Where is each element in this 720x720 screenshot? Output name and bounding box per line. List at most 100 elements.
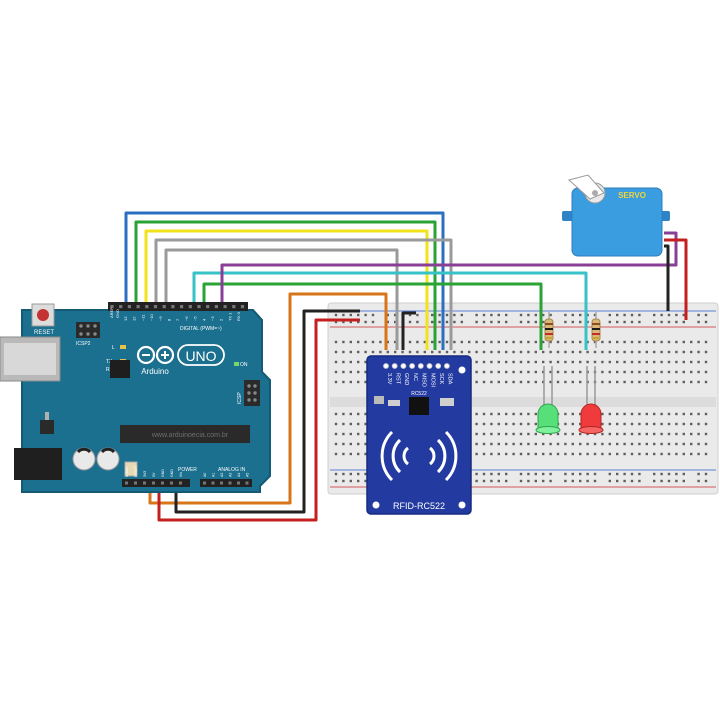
breadboard-hole [519, 452, 523, 456]
breadboard-hole [512, 350, 515, 354]
breadboard-hole [542, 370, 545, 374]
digital-pin-hole [110, 305, 114, 309]
rfid-pin-hole [426, 363, 433, 369]
arduino-pcb [21, 309, 271, 493]
rfid-pin-label: SDA [447, 373, 453, 385]
breadboard-hole [519, 313, 523, 317]
breadboard-hole [675, 360, 678, 364]
breadboard-hole [616, 412, 619, 416]
usb-chip [110, 360, 130, 378]
power-pin-hole [152, 481, 155, 485]
digital-pin-hole [153, 305, 158, 309]
power-pin-label: RESET [134, 464, 138, 477]
analog-pin-label: A1 [212, 473, 216, 477]
breadboard-hole [534, 340, 537, 344]
breadboard-hole [497, 472, 500, 476]
rfid-component-2 [388, 400, 400, 406]
breadboard-hole [542, 320, 545, 324]
website-text: www.arduinoecia.com.br [151, 432, 229, 439]
breadboard-hole [660, 422, 663, 426]
breadboard-hole [653, 412, 656, 416]
breadboard-hole [675, 479, 678, 483]
breadboard-hole [408, 340, 412, 344]
module-label: RFID-RC522 [393, 501, 445, 511]
breadboard-hole [416, 350, 419, 354]
breadboard-hole [497, 320, 500, 324]
rfid-pin-label: NC [412, 373, 418, 381]
breadboard-hole [534, 452, 537, 456]
breadboard-hole [697, 472, 700, 476]
breadboard-hole [527, 452, 530, 456]
breadboard-hole [586, 313, 589, 317]
breadboard-hole [638, 472, 641, 476]
breadboard-hole [497, 380, 500, 384]
breadboard-hole [682, 422, 685, 426]
breadboard-hole [608, 360, 611, 364]
breadboard-hole [571, 442, 574, 446]
breadboard-hole [534, 320, 537, 324]
breadboard-hole [630, 472, 634, 476]
rfid-pin-label: 3.3V [386, 373, 392, 385]
breadboard-hole [475, 320, 478, 324]
power-label: POWER [178, 467, 197, 473]
capacitor-2 [96, 447, 120, 471]
analog-header [200, 479, 252, 487]
breadboard-hole [334, 320, 338, 324]
breadboard-hole [623, 479, 626, 483]
breadboard-hole [475, 360, 478, 364]
rfid-mount-hole-left [372, 501, 380, 509]
power-pin-label: IOREF [125, 466, 129, 477]
breadboard-hole [704, 360, 708, 364]
breadboard-hole [534, 479, 537, 483]
breadboard-hole [357, 350, 360, 354]
breadboard-hole [608, 479, 611, 483]
breadboard-hole [549, 380, 552, 384]
capacitor-2-stripe [100, 447, 116, 454]
breadboard-hole [675, 412, 678, 416]
breadboard-hole [519, 479, 523, 483]
digital-pin-hole [206, 305, 210, 309]
breadboard-hole [334, 432, 338, 436]
analog-label: ANALOG IN [218, 467, 246, 473]
power-pin-label: 5V [152, 472, 156, 477]
breadboard-hole [608, 380, 611, 384]
breadboard-hole [423, 340, 426, 344]
breadboard-hole [534, 350, 537, 354]
breadboard-hole [667, 320, 671, 324]
breadboard-hole [653, 479, 656, 483]
wire-green-green-led [202, 282, 543, 350]
breadboard-hole [527, 320, 530, 324]
breadboard-hole [364, 370, 367, 374]
breadboard-hole [630, 313, 634, 317]
breadboard-hole [645, 442, 648, 446]
breadboard-hole [527, 442, 530, 446]
breadboard-hole [542, 340, 545, 344]
breadboard-hole [564, 422, 567, 426]
power-pin-hole [161, 481, 164, 485]
reset-button-cap[interactable] [37, 309, 49, 321]
breadboard-hole [638, 350, 641, 354]
breadboard-hole [379, 350, 382, 354]
breadboard-hole [704, 452, 708, 456]
breadboard-hole [519, 472, 523, 476]
breadboard-hole [497, 360, 500, 364]
analog-pin-label: A5 [246, 473, 250, 477]
breadboard-hole [638, 412, 641, 416]
breadboard-hole [460, 350, 463, 354]
breadboard-hole [690, 350, 693, 354]
breadboard-hole [579, 380, 582, 384]
breadboard-hole [690, 360, 693, 364]
breadboard-hole [608, 452, 611, 456]
rc522-chip [409, 397, 429, 415]
digital-pin-hole [171, 305, 175, 309]
power-pin-hole [125, 481, 128, 485]
rx-label: RX [106, 367, 114, 373]
led-on [234, 362, 239, 366]
breadboard-hole [653, 340, 656, 344]
breadboard-hole [438, 350, 441, 354]
breadboard-hole [505, 370, 508, 374]
breadboard-hole [364, 340, 367, 344]
breadboard-hole [630, 479, 634, 483]
